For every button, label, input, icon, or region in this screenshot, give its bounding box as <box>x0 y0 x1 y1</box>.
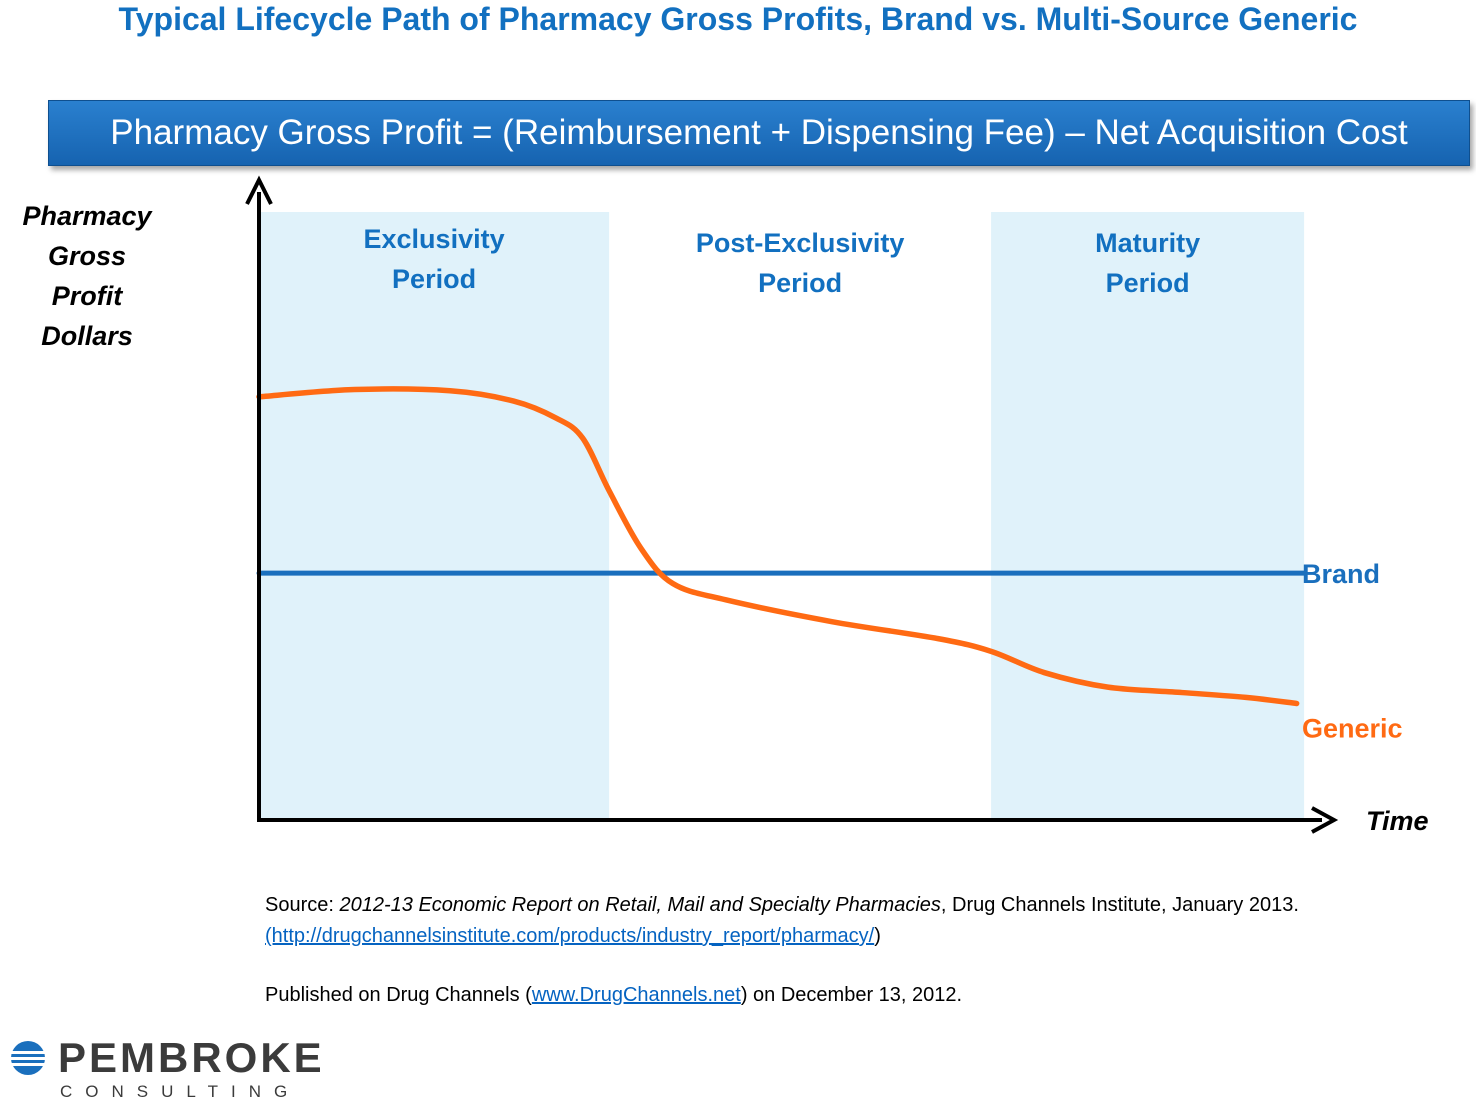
brand-series-label: Brand <box>1302 559 1380 589</box>
series-lines <box>256 386 1307 707</box>
period-label: Exclusivity <box>364 224 505 254</box>
source-report-title: 2012-13 Economic Report on Retail, Mail … <box>339 894 941 916</box>
period-label: Period <box>392 264 476 294</box>
y-axis-label-line: Pharmacy <box>22 201 152 231</box>
y-axis-label-line: Gross <box>47 241 127 271</box>
x-axis-label: Time <box>1366 806 1429 836</box>
period-label: Post-Exclusivity <box>696 228 905 258</box>
pembroke-logo-icon <box>10 1041 46 1075</box>
y-axis-label-line: Profit <box>51 281 123 311</box>
y-axis-label-line: Dollars <box>41 321 133 351</box>
pembroke-logo: PEMBROKE CONSULTING <box>8 1034 322 1104</box>
published-suffix: ) on December 13, 2012. <box>740 984 963 1006</box>
drugchannels-link[interactable]: www.DrugChannels.net <box>531 984 741 1006</box>
generic-series-label: Generic <box>1302 713 1403 743</box>
period-label: Period <box>758 268 842 298</box>
y-axis-label: Pharmacy Gross Profit Dollars <box>12 196 162 356</box>
chart-axes: Time <box>245 175 1429 836</box>
period-label: Maturity <box>1095 228 1200 258</box>
source-note: Source: 2012-13 Economic Report on Retai… <box>265 890 1299 952</box>
published-prefix: Published on Drug Channels ( <box>265 984 532 1006</box>
period-label: Period <box>1106 268 1190 298</box>
period-band <box>259 212 610 818</box>
source-link-close: ) <box>874 925 881 947</box>
published-note: Published on Drug Channels (www.DrugChan… <box>265 980 962 1011</box>
logo-subtitle: CONSULTING <box>60 1082 301 1101</box>
generic-series-line <box>256 386 1300 707</box>
source-prefix: Source: <box>265 894 340 916</box>
period-band <box>991 212 1305 818</box>
formula-banner: Pharmacy Gross Profit = (Reimbursement +… <box>48 100 1470 166</box>
logo-wordmark: PEMBROKE <box>58 1034 325 1081</box>
source-link[interactable]: (http://drugchannelsinstitute.com/produc… <box>265 925 875 947</box>
y-axis-arrow-icon <box>245 175 273 205</box>
page-title: Typical Lifecycle Path of Pharmacy Gross… <box>118 1 1358 37</box>
x-axis-arrow-icon <box>1311 806 1339 834</box>
source-suffix: , Drug Channels Institute, January 2013. <box>940 894 1299 916</box>
